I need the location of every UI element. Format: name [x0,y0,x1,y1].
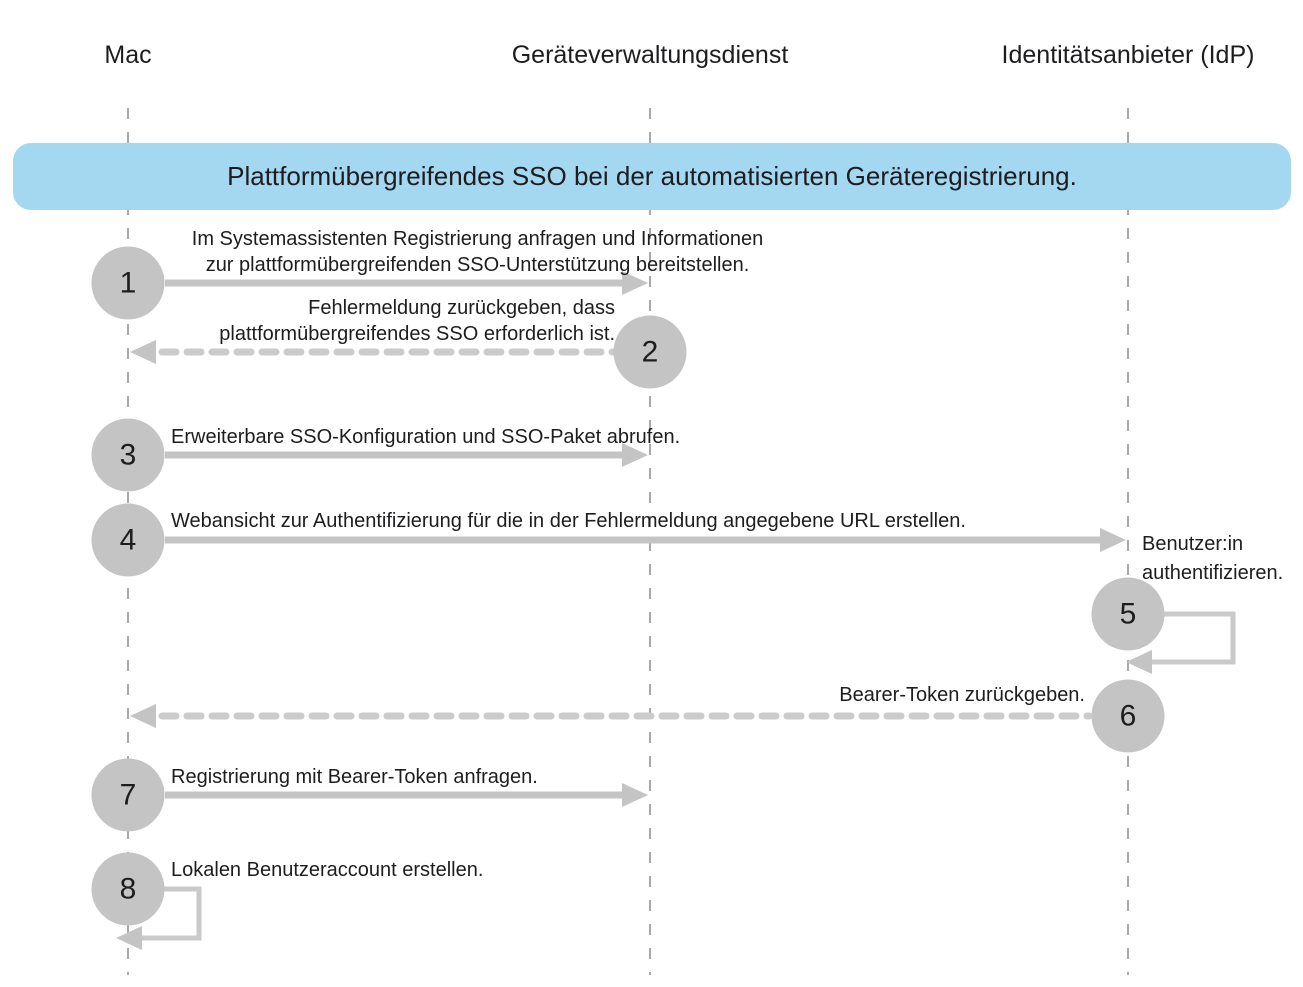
step-2-message-line-2: plattformübergreifendes SSO erforderlich… [219,323,615,345]
step-7-message: Registrierung mit Bearer-Token anfragen. [171,764,538,790]
arrowhead-step-5 [1126,650,1152,674]
step-number-6: 6 [1119,699,1137,732]
step-circle-5: 5 [1091,577,1165,651]
step-number-2: 2 [641,335,659,368]
diagram-title: Plattformübergreifendes SSO bei der auto… [227,161,1077,191]
step-circle-6: 6 [1091,679,1165,753]
step-circle-2: 2 [613,315,687,389]
step-2-message: Fehlermeldung zurückgeben, dass plattfor… [155,295,615,347]
step-4-message-line-1: Webansicht zur Authentifizierung für die… [171,510,966,532]
step-1-message-line-1: Im Systemassistenten Registrierung anfra… [191,228,764,250]
step-number-8: 8 [119,872,137,905]
arrowhead-step-1 [622,271,648,295]
arrowhead-step-8 [116,926,142,950]
arrow-step-1 [165,271,648,295]
step-3-message-line-1: Erweiterbare SSO-Konfiguration und SSO-P… [171,426,681,448]
step-6-message: Bearer-Token zurückgeben. [785,682,1085,708]
step-circle-8: 8 [91,852,165,926]
step-circle-1: 1 [91,246,165,320]
step-6-message-line-1: Bearer-Token zurückgeben. [839,684,1085,706]
step-3-message: Erweiterbare SSO-Konfiguration und SSO-P… [171,424,680,450]
self-loop-step-5 [1126,611,1236,674]
step-1-message-line-2: zur plattformübergreifenden SSO-Unterstü… [205,254,750,276]
self-loop-step-8 [116,886,202,950]
actor-label-idp: Identitätsanbieter (IdP) [1001,41,1255,69]
arrow-step-3 [165,443,648,467]
step-2-message-line-1: Fehlermeldung zurückgeben, dass [308,297,615,319]
arrow-step-6 [130,704,1093,728]
step-8-message: Lokalen Benutzeraccount erstellen. [171,857,483,883]
arrowhead-step-4 [1100,528,1126,552]
step-8-message-line-1: Lokalen Benutzeraccount erstellen. [171,859,484,881]
step-circle-4: 4 [91,503,165,577]
step-number-5: 5 [1119,597,1137,630]
arrow-step-4 [165,528,1126,552]
step-5-message: Benutzer:in authentifizieren. [1142,530,1283,588]
step-5-message-line-2: authentifizieren. [1142,562,1284,584]
actor-label-device-management: Geräteverwaltungsdienst [511,41,789,69]
step-number-1: 1 [119,266,137,299]
step-number-4: 4 [119,523,137,556]
arrowhead-step-3 [622,443,648,467]
arrowhead-step-2 [130,340,156,364]
step-5-message-line-1: Benutzer:in [1142,533,1244,555]
step-number-3: 3 [119,438,137,471]
arrow-step-7 [165,783,648,807]
step-number-7: 7 [119,778,137,811]
actor-label-mac: Mac [104,41,152,69]
step-1-message: Im Systemassistenten Registrierung anfra… [150,226,805,278]
step-4-message: Webansicht zur Authentifizierung für die… [171,508,966,534]
step-circle-7: 7 [91,758,165,832]
step-7-message-line-1: Registrierung mit Bearer-Token anfragen. [171,766,538,788]
arrowhead-step-6 [130,704,156,728]
arrow-step-2 [130,340,617,364]
arrowhead-step-7 [622,783,648,807]
title-banner: Plattformübergreifendes SSO bei der auto… [13,143,1291,210]
step-circle-3: 3 [91,418,165,492]
